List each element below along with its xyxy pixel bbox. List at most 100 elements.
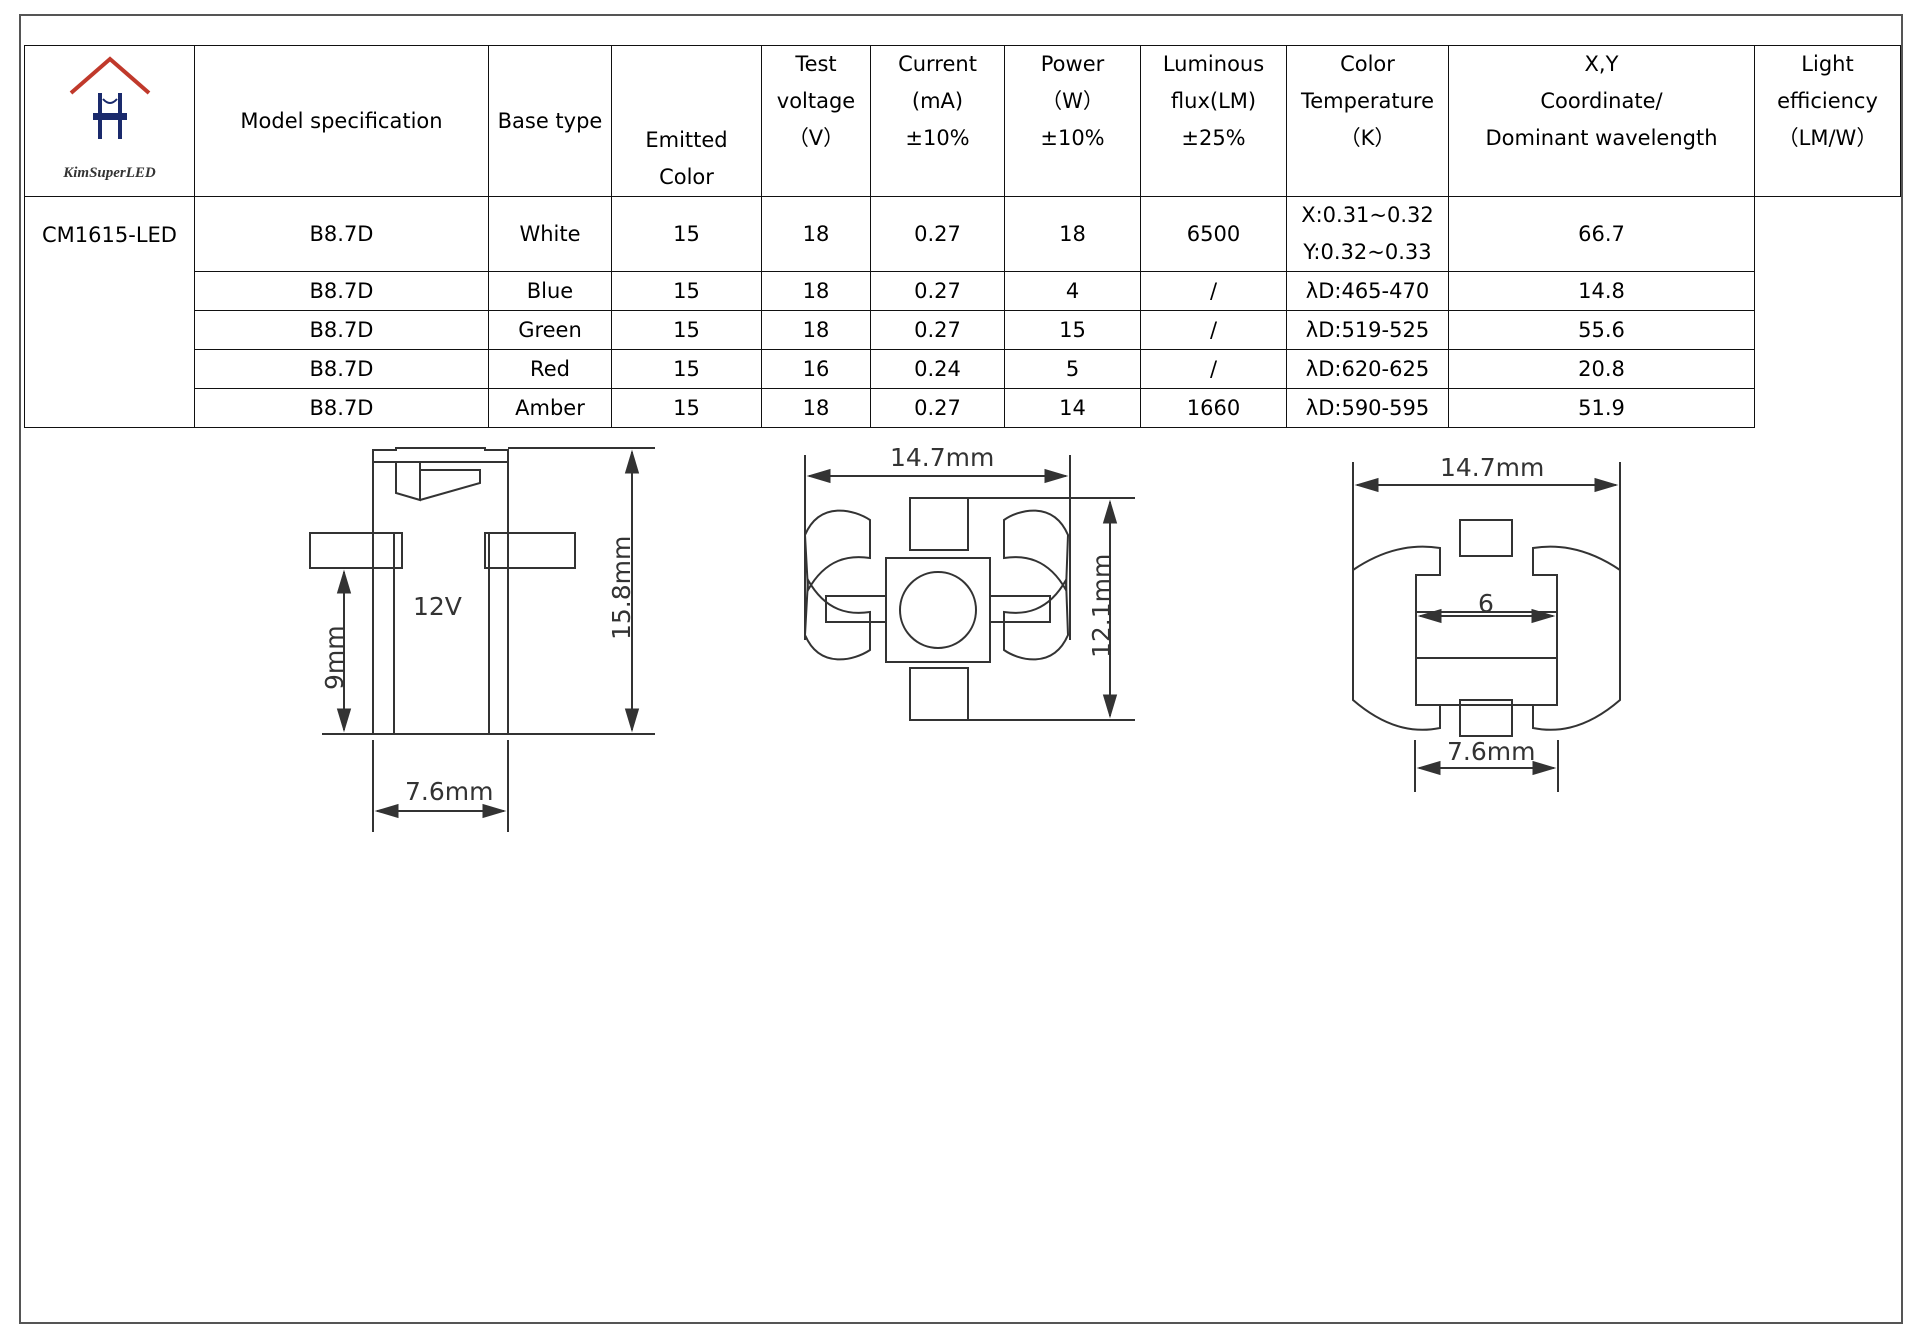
table-row: B8.7D Amber 15 18 0.27 14 1660 λD:590-59… xyxy=(25,388,1901,428)
front-led-square xyxy=(885,557,991,663)
table-row: B8.7D Red 15 16 0.24 5 / λD:620-625 20.8 xyxy=(25,349,1901,389)
front-height-text: 12.1mm xyxy=(1087,554,1116,658)
bottom-bottom-lug xyxy=(1459,699,1513,737)
header-power-line3: ±10% xyxy=(1040,126,1105,150)
cell-temp: / xyxy=(1140,349,1287,389)
header-voltage-line3: （V） xyxy=(787,126,845,150)
header-temp-line3: （K） xyxy=(1339,126,1396,150)
header-efficiency-line1: Light xyxy=(1801,52,1854,76)
header-flux: Luminous flux(LM) ±25% xyxy=(1140,45,1287,197)
bottom-view-drawing xyxy=(1352,462,1621,792)
right-tab xyxy=(484,532,576,569)
cell-efficiency: 14.8 xyxy=(1448,271,1755,311)
cell-current: 18 xyxy=(761,388,871,428)
bottom-width-text: 14.7mm xyxy=(1440,453,1544,482)
cell-xy: λD:519-525 xyxy=(1286,310,1449,350)
cell-efficiency: 55.6 xyxy=(1448,310,1755,350)
side-height-text: 15.8mm xyxy=(607,536,636,640)
cell-color: Red xyxy=(488,349,612,389)
header-voltage-line2: voltage xyxy=(776,89,856,113)
cell-base: B8.7D xyxy=(194,271,489,311)
cell-power: 0.27 xyxy=(870,196,1005,272)
header-current-line3: ±10% xyxy=(905,126,970,150)
table-row: B8.7D Blue 15 18 0.27 4 / λD:465-470 14.… xyxy=(25,271,1901,311)
cell-power: 0.27 xyxy=(870,388,1005,428)
logo-text: KimSuperLED xyxy=(63,164,156,181)
cell-flux: 4 xyxy=(1004,271,1141,311)
header-temp-line2: Temperature xyxy=(1300,89,1435,113)
bottom-inner-text: 6 xyxy=(1478,589,1494,618)
front-left-pin xyxy=(825,595,887,623)
cell-current: 18 xyxy=(761,271,871,311)
cell-efficiency: 20.8 xyxy=(1448,349,1755,389)
cell-color: Green xyxy=(488,310,612,350)
front-width-text: 14.7mm xyxy=(890,443,994,472)
header-flux-line3: ±25% xyxy=(1181,126,1246,150)
cell-color: White xyxy=(488,196,612,272)
cell-color: Blue xyxy=(488,271,612,311)
cell-flux: 15 xyxy=(1004,310,1141,350)
header-efficiency: Light efficiency （LM/W） xyxy=(1754,45,1901,197)
header-base: Base type xyxy=(488,45,612,197)
cell-efficiency: 66.7 xyxy=(1448,196,1755,272)
header-color-line1: Emitted xyxy=(645,128,728,152)
header-xy-line1: X,Y xyxy=(1584,52,1619,76)
side-body xyxy=(372,461,509,735)
page-frame xyxy=(19,14,1903,1324)
logo-icon xyxy=(69,55,150,139)
front-right-pin xyxy=(989,595,1051,623)
spec-table: KimSuperLED Model specification Base typ… xyxy=(24,45,1901,428)
side-pin-text: 9mm xyxy=(320,625,349,690)
header-color: Emitted Color xyxy=(611,45,762,197)
header-voltage-line1: Test xyxy=(795,52,837,76)
header-current-line2: (mA) xyxy=(911,89,964,113)
header-efficiency-line2: efficiency xyxy=(1777,89,1878,113)
header-power-line2: （W） xyxy=(1041,89,1104,113)
bottom-top-lug xyxy=(1459,519,1513,557)
side-label-text: 12V xyxy=(413,592,462,621)
cell-power: 0.27 xyxy=(870,310,1005,350)
header-xy: X,Y Coordinate/ Dominant wavelength xyxy=(1448,45,1755,197)
table-row: B8.7D Green 15 18 0.27 15 / λD:519-525 5… xyxy=(25,310,1901,350)
left-tab xyxy=(309,532,403,569)
cell-voltage: 15 xyxy=(611,388,762,428)
cell-xy: X:0.31~0.32 Y:0.32~0.33 xyxy=(1286,196,1449,272)
cell-xy: λD:620-625 xyxy=(1286,349,1449,389)
front-top-lug xyxy=(909,497,969,551)
header-power: Power （W） ±10% xyxy=(1004,45,1141,197)
front-bottom-lug xyxy=(909,667,969,721)
header-xy-line2: Coordinate/ xyxy=(1540,89,1663,113)
header-voltage: Test voltage （V） xyxy=(761,45,871,197)
model-cell: CM1615-LED xyxy=(24,196,195,428)
cell-current: 18 xyxy=(761,196,871,272)
cell-efficiency: 51.9 xyxy=(1448,388,1755,428)
cell-flux: 5 xyxy=(1004,349,1141,389)
cell-xy: λD:590-595 xyxy=(1286,388,1449,428)
header-efficiency-line3: （LM/W） xyxy=(1777,126,1878,150)
header-power-line1: Power xyxy=(1040,52,1105,76)
logo-cell: KimSuperLED xyxy=(24,45,195,197)
header-temp-line1: Color xyxy=(1340,52,1395,76)
front-view-drawing xyxy=(803,455,1135,721)
cell-color: Amber xyxy=(488,388,612,428)
cell-flux: 18 xyxy=(1004,196,1141,272)
header-temp: Color Temperature （K） xyxy=(1286,45,1449,197)
cell-base: B8.7D xyxy=(194,388,489,428)
header-color-line2: Color xyxy=(659,165,714,189)
cell-current: 16 xyxy=(761,349,871,389)
cell-voltage: 15 xyxy=(611,271,762,311)
table-row: CM1615-LED B8.7D White 15 18 0.27 18 650… xyxy=(24,196,1901,428)
header-xy-line3: Dominant wavelength xyxy=(1485,126,1718,150)
cell-voltage: 15 xyxy=(611,310,762,350)
header-flux-line1: Luminous xyxy=(1162,52,1265,76)
header-current-line1: Current xyxy=(898,52,977,76)
cell-temp: 1660 xyxy=(1140,388,1287,428)
bottom-base-text: 7.6mm xyxy=(1447,737,1535,766)
cell-voltage: 15 xyxy=(611,349,762,389)
front-led-lens xyxy=(899,571,977,649)
side-view-drawing xyxy=(309,447,655,832)
header-flux-line2: flux(LM) xyxy=(1170,89,1257,113)
cell-xy: λD:465-470 xyxy=(1286,271,1449,311)
side-width-text: 7.6mm xyxy=(405,777,493,806)
